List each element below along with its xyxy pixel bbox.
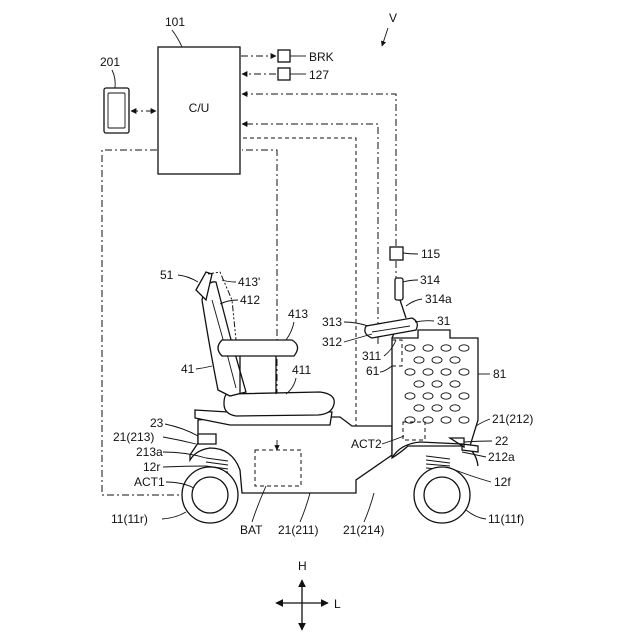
label-213a: 213a [136, 445, 163, 459]
label-314: 314 [420, 273, 440, 287]
steering-tiller-31 [365, 318, 417, 338]
label-12r: 12r [143, 460, 160, 474]
leader-312 [344, 334, 372, 342]
leader-412 [220, 300, 238, 304]
armrest-413 [218, 340, 298, 356]
label-413p: 413' [238, 275, 260, 289]
label-22: 22 [495, 434, 509, 448]
leader-212a [462, 452, 486, 457]
label-11-11f: 11(11f) [488, 512, 524, 526]
label-41: 41 [181, 362, 195, 376]
leader-115 [403, 253, 418, 254]
leader-213a [163, 452, 206, 458]
label-h: H [298, 559, 307, 573]
arrow-v [382, 28, 388, 46]
leader-11-11r [162, 512, 186, 519]
label-21-213: 21(213) [113, 430, 154, 444]
label-31: 31 [437, 314, 451, 328]
label-81: 81 [493, 367, 507, 381]
seat-cushion-411 [224, 392, 334, 416]
label-12f: 12f [494, 475, 511, 489]
leader-413p [222, 280, 236, 282]
front-wheel [414, 467, 470, 523]
label-312: 312 [322, 335, 342, 349]
label-11-11r: 11(11r) [111, 512, 148, 526]
leader-314 [403, 280, 418, 282]
sensor-115-box [390, 247, 403, 260]
label-l: L [334, 597, 341, 611]
leader-12r [163, 466, 206, 467]
leader-41 [196, 366, 212, 369]
mirror-arm-314a [400, 300, 406, 318]
leader-61 [380, 366, 392, 372]
label-act2: ACT2 [351, 437, 382, 451]
leader-11-11f [466, 510, 486, 519]
label-412: 412 [240, 293, 260, 307]
label-brk: BRK [309, 50, 334, 64]
label-61: 61 [366, 364, 380, 378]
label-23: 23 [150, 416, 164, 430]
leader-21-214 [364, 493, 374, 522]
leader-411 [286, 378, 296, 394]
label-101: 101 [165, 15, 185, 29]
label-cu: C/U [189, 101, 210, 115]
leader-413 [286, 322, 294, 340]
label-311: 311 [362, 349, 381, 363]
label-212a: 212a [488, 450, 515, 464]
leader-201 [112, 70, 115, 88]
leader-313 [344, 322, 368, 326]
leader-23 [165, 424, 198, 436]
leader-21-211 [300, 493, 310, 522]
label-127: 127 [309, 68, 329, 82]
leader-51 [178, 275, 198, 282]
leader-31 [415, 321, 434, 322]
line-61-cu [242, 124, 378, 344]
leader-314a [406, 299, 422, 306]
label-313: 313 [322, 315, 342, 329]
label-413: 413 [288, 307, 308, 321]
rear-lamp-23 [198, 434, 216, 444]
sensor-127-box [278, 68, 290, 80]
label-115: 115 [421, 247, 440, 261]
label-bat: BAT [240, 523, 263, 537]
leader-21-213 [163, 437, 196, 444]
label-act1: ACT1 [134, 475, 165, 489]
line-115-cu [242, 94, 396, 246]
label-21-214: 21(214) [343, 523, 384, 537]
label-51: 51 [160, 268, 174, 282]
rear-wheel [182, 467, 238, 523]
leader-101 [172, 30, 182, 47]
line-act2-cu [242, 138, 403, 430]
terminal-201-screen [108, 93, 125, 128]
label-21-211: 21(211) [278, 523, 318, 537]
label-314a: 314a [425, 292, 452, 306]
label-v: V [389, 11, 397, 25]
mirror-314 [395, 278, 403, 300]
brake-brk-box [278, 50, 290, 62]
label-201: 201 [100, 55, 120, 69]
label-411: 411 [292, 363, 311, 377]
label-21-212: 21(212) [492, 412, 533, 426]
